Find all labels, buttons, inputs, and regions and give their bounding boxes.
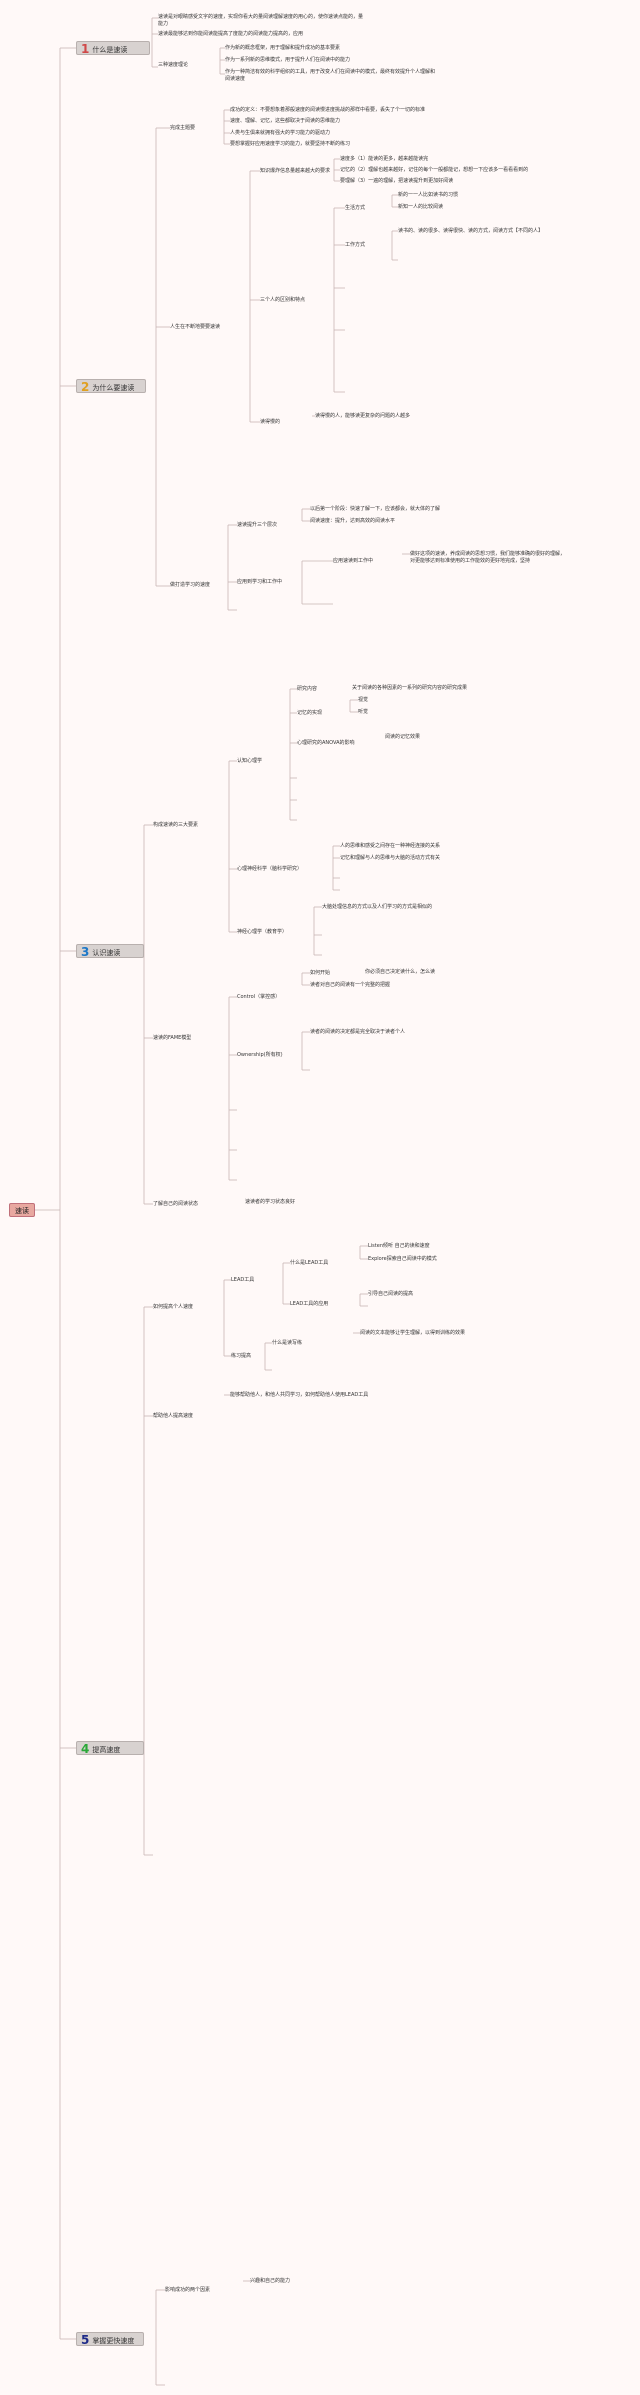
s3-a1c: 心理研究的ANOVA的影响 <box>297 740 355 746</box>
s1-b: 三种速度理论 <box>158 62 189 68</box>
s2-b: 人生在不断地要要速读 <box>170 324 221 330</box>
s3-a1a: 研究内容 <box>297 686 318 692</box>
s2-b2a: 生活方式 <box>345 205 366 211</box>
s3-c1: 速读者的学习状态良好 <box>245 1199 296 1205</box>
s2-a3: 人类与生俱来就拥有强大的学习能力的驱动力 <box>230 130 331 136</box>
s4-a2a1: 阅读的文本能够让学生理解，以得到训练的效果 <box>360 1330 466 1336</box>
s2-a: 完成主题要 <box>170 125 196 131</box>
s2-b1c: 要理解（3）一遍的理解，把速读提升到更加好阅读 <box>340 178 454 184</box>
section-2-title: 为什么要速读 <box>92 384 135 392</box>
root-node[interactable]: 速读 <box>9 1203 35 1217</box>
s2-a2: 速度、理解、记忆，这些都取决于阅读的思维能力 <box>230 118 341 124</box>
section-3-title: 认识速读 <box>92 949 121 957</box>
section-1-number: 1 <box>81 42 90 56</box>
s4-a1b: LEAD工具的应用 <box>290 1301 329 1307</box>
s5-a: 影响成功的两个因素 <box>165 2287 211 2293</box>
s2-b2a1: 新的一一人比如读书的习惯 <box>398 192 459 198</box>
s3-a2b: 记忆和理解与人的思维与大脑的活动方式有关 <box>340 855 441 861</box>
s4-a1a2: Explore探索自己阅读中的模式 <box>368 1256 437 1262</box>
s3-a1c1: 阅读的记忆效果 <box>385 734 421 740</box>
s4-b: 帮助他人提高速度 <box>153 1413 194 1419</box>
s1-a1: 速读是对眼睛感受文字的速度，实现你看大的量阅读理解速度的用心的，使你速读点能的，… <box>158 14 364 20</box>
s3-b1: Control（掌控感） <box>237 994 281 1000</box>
s3-a3: 神经心理学（教育学） <box>237 929 288 935</box>
s3-b: 速读的FAME模型 <box>153 1035 192 1041</box>
s1-a1b: 能力 <box>158 21 169 27</box>
s2-b2: 三个人的区别和特点 <box>260 297 306 303</box>
s1-a2: 速读最能够达到你能阅读能提高了度能力的阅读能力提高的，应用 <box>158 31 304 37</box>
s3-a2a: 人的思维和感受之间存在一种神经连接的关系 <box>340 843 441 849</box>
section-4-number: 4 <box>81 1742 90 1756</box>
s2-b1a: 速度多（1）能读的更多，越来越能读完 <box>340 156 429 162</box>
s1-b2: 作为一系列新的思维模式，用于提升人们在阅读中的能力 <box>225 57 351 63</box>
s3-a1a1: 关于阅读的各种因素的一系列的研究内容的研究成果 <box>352 685 468 691</box>
s2-b3a: 读得慢的人，能够读更复杂的问题的人越多 <box>315 413 411 419</box>
s4-a2a: 什么是读写练 <box>272 1340 303 1346</box>
s2-c1b: 阅读速度：提升，达到高效的阅读水平 <box>310 518 396 524</box>
s2-b2b1: 读书的、读的很多、读得很快、读的方式，阅读方式【不同的人】 <box>398 228 544 234</box>
s2-b1b: 记忆的（2）理解也越来越好，记住的每个一般都能记，想想一下应该多一看看看到的 <box>340 167 529 173</box>
section-5-title: 掌握更快速度 <box>92 2337 135 2345</box>
s4-a: 如何提高个人速度 <box>153 1304 194 1310</box>
s2-c1a: 以后第一个阶段：快速了解一下，应该都会，就大体的了解 <box>310 506 441 512</box>
s1-b1: 作为新的概念框架，用于理解和提升成功的基本要素 <box>225 45 341 51</box>
section-5-number: 5 <box>81 2333 90 2347</box>
s3-a1: 认知心理学 <box>237 758 263 764</box>
s2-c: 做打造学习的速度 <box>170 582 211 588</box>
s4-b1: 能够帮助他人，和他人共同学习，如何帮助他人使用LEAD工具 <box>230 1392 369 1398</box>
s3-a1b2: 听觉 <box>358 709 369 715</box>
s2-b2a2: 新知一人的比较阅读 <box>398 204 444 210</box>
section-1-title: 什么是速读 <box>92 46 128 54</box>
s2-c1: 速读提升三个层次 <box>237 522 278 528</box>
s3-a1b1: 视觉 <box>358 697 369 703</box>
s4-a1a: 什么是LEAD工具 <box>290 1260 329 1266</box>
s3-b1b: 读者对自己的阅读有一个完整的把握 <box>310 982 391 988</box>
s3-b2a: 读者的阅读的决定都是完全取决于读者个人 <box>310 1029 406 1035</box>
s1-b3: 作为一种简洁有效的科学组织的工具，用于改变人们在阅读中的模式，最终有效提升个人理… <box>225 69 436 82</box>
s3-a1b: 记忆的实现 <box>297 710 323 716</box>
section-3-number: 3 <box>81 945 90 959</box>
s3-b1a1: 你必须自己决定读什么，怎么读 <box>365 969 436 975</box>
s2-c2a: 应用速读到工作中 <box>333 558 374 564</box>
section-4-title: 提高速度 <box>92 1746 121 1754</box>
s3-a2: 心理神经科学（脑科学研究） <box>237 866 303 872</box>
s3-b2: Ownership(所有权) <box>237 1052 283 1058</box>
s2-c2a1: 做好这项的速读，养成阅读的思想习惯，我们能够准确的很好的理解，对更能够达到标准使… <box>410 551 566 564</box>
s3-c: 了解自己的阅读状态 <box>153 1201 199 1207</box>
s2-a4: 要想掌握好应用速度学习的能力，就要坚持不断的练习 <box>230 141 351 147</box>
s3-b1a: 如何开始 <box>310 970 331 976</box>
s2-b1: 知识爆炸信息量越来越大的要求 <box>260 168 331 174</box>
s2-b2b: 工作方式 <box>345 242 366 248</box>
s4-a1a1: Listen倾听 自己的读和速度 <box>368 1243 430 1249</box>
s2-a1: 成功的定义：不要想象着那般速度的阅读慢进度挑战的那样中看要，丢失了个一切的标准 <box>230 107 426 113</box>
s4-a2: 练习提高 <box>231 1353 252 1359</box>
s2-b3: 读得慢的 <box>260 419 281 425</box>
section-2-number: 2 <box>81 380 90 394</box>
s4-a1: LEAD工具 <box>231 1277 255 1283</box>
s4-a1b1: 引导自己阅读的提高 <box>368 1291 414 1297</box>
s2-c2: 应用到学习和工作中 <box>237 579 283 585</box>
s5-a1: 兴趣和自己的能力 <box>250 2278 291 2284</box>
s3-a: 构成速读的三大要素 <box>153 822 199 828</box>
s3-a3a: 大脑处理信息的方式以及人们学习的方式是相似的 <box>322 904 433 910</box>
